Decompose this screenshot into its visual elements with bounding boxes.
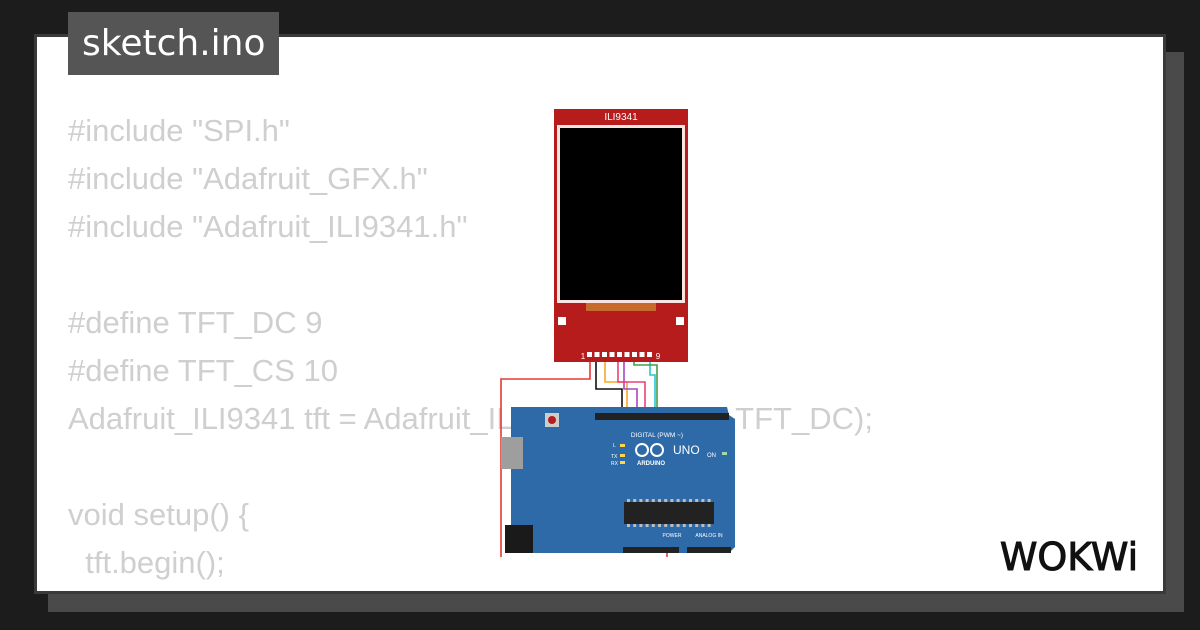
l-led xyxy=(620,444,625,447)
usb-port xyxy=(501,437,523,469)
chip-pin xyxy=(670,524,674,527)
display-pin-last: 9 xyxy=(656,352,661,361)
code-line: #define TFT_CS 10 xyxy=(68,353,338,388)
wire-vcc xyxy=(500,352,668,557)
mount-hole-tl xyxy=(558,317,566,325)
rx-led-label: RX xyxy=(611,461,619,467)
display-pin xyxy=(624,352,630,357)
on-led xyxy=(722,452,727,455)
code-line: void setup() { xyxy=(68,497,249,532)
display-pin-header xyxy=(587,352,652,357)
code-line: tft.setRotation(0); xyxy=(68,593,323,594)
ili9341-display[interactable]: ILI9341 1 9 xyxy=(554,109,688,362)
chip-pin xyxy=(645,499,649,502)
chip-pin xyxy=(682,499,686,502)
chip-pin xyxy=(639,524,643,527)
chip-pin xyxy=(651,524,655,527)
display-pin xyxy=(647,352,652,357)
chip-pin xyxy=(627,524,630,527)
chip-pin xyxy=(645,524,649,527)
display-pin xyxy=(587,352,592,357)
chip-pin xyxy=(676,499,680,502)
board-brand-label: ARDUINO xyxy=(637,461,665,467)
preview-card: #include "SPI.h" #include "Adafruit_GFX.… xyxy=(34,34,1166,594)
chip-pin xyxy=(664,524,668,527)
display-pin xyxy=(632,352,637,357)
chip-pin xyxy=(627,499,630,502)
chip-pins xyxy=(627,499,711,527)
chip-pin xyxy=(707,499,711,502)
display-pin xyxy=(639,352,645,357)
reset-button-cap xyxy=(548,416,556,424)
atmega-chip xyxy=(624,502,714,524)
l-led-label: L xyxy=(613,443,616,449)
code-line: #define TFT_DC 9 xyxy=(68,305,323,340)
chip-pin xyxy=(689,524,692,527)
wire-dc xyxy=(623,352,638,415)
arduino-uno[interactable]: DIGITAL (PWM ~) ON TX RX L UNO ARDUINO P… xyxy=(501,407,735,553)
file-name-tab[interactable]: sketch.ino xyxy=(68,12,280,75)
wire-rst xyxy=(617,352,646,415)
chip-pin xyxy=(658,499,661,502)
uno-pcb xyxy=(511,407,735,553)
chip-pin xyxy=(701,524,705,527)
chip-pin xyxy=(633,524,637,527)
display-pin xyxy=(602,352,607,357)
board-name-label: UNO xyxy=(673,443,700,457)
arduino-logo xyxy=(635,443,664,457)
display-pin xyxy=(594,352,600,357)
chip-pin xyxy=(633,499,637,502)
chip-pin xyxy=(707,524,711,527)
code-line: #include "SPI.h" xyxy=(68,113,290,148)
display-flex-cable xyxy=(586,303,656,311)
chip-pin xyxy=(658,524,661,527)
tx-led-label: TX xyxy=(611,454,618,460)
wokwi-logo-text: WOKWi xyxy=(1000,535,1138,579)
tx-led xyxy=(620,454,625,457)
digital-header xyxy=(595,413,729,420)
code-line: #include "Adafruit_ILI9341.h" xyxy=(68,209,468,244)
chip-pin xyxy=(670,499,674,502)
chip-pin xyxy=(664,499,668,502)
mount-hole-tr xyxy=(676,317,684,325)
chip-pin xyxy=(676,524,680,527)
power-jack xyxy=(505,525,533,553)
display-model-label: ILI9341 xyxy=(604,112,638,123)
chip-pin xyxy=(651,499,655,502)
wire-cs xyxy=(604,352,628,415)
display-screen xyxy=(560,128,682,300)
on-led-label: ON xyxy=(707,453,716,459)
chip-pin xyxy=(689,499,692,502)
chip-pin xyxy=(639,499,643,502)
analog-header xyxy=(687,547,731,553)
chip-pin xyxy=(701,499,705,502)
display-pin-first: 1 xyxy=(581,352,586,361)
chip-pin xyxy=(682,524,686,527)
code-line: tft.begin(); xyxy=(68,545,225,580)
wire-mosi xyxy=(649,352,656,415)
chip-pin xyxy=(695,524,699,527)
chip-pin xyxy=(695,499,699,502)
rx-led xyxy=(620,461,625,464)
display-pin xyxy=(617,352,622,357)
code-line: #include "Adafruit_GFX.h" xyxy=(68,161,428,196)
analog-label: ANALOG IN xyxy=(695,533,723,539)
display-pin xyxy=(609,352,615,357)
wokwi-logo: WOKWi xyxy=(999,535,1138,580)
digital-label: DIGITAL (PWM ~) xyxy=(631,432,683,439)
wire-gnd xyxy=(595,352,623,415)
power-label: POWER xyxy=(663,533,682,539)
power-header xyxy=(623,547,679,553)
circuit-diagram: ILI9341 1 9 DIGITAL (PWM ~) ON TX RX L xyxy=(500,109,735,557)
